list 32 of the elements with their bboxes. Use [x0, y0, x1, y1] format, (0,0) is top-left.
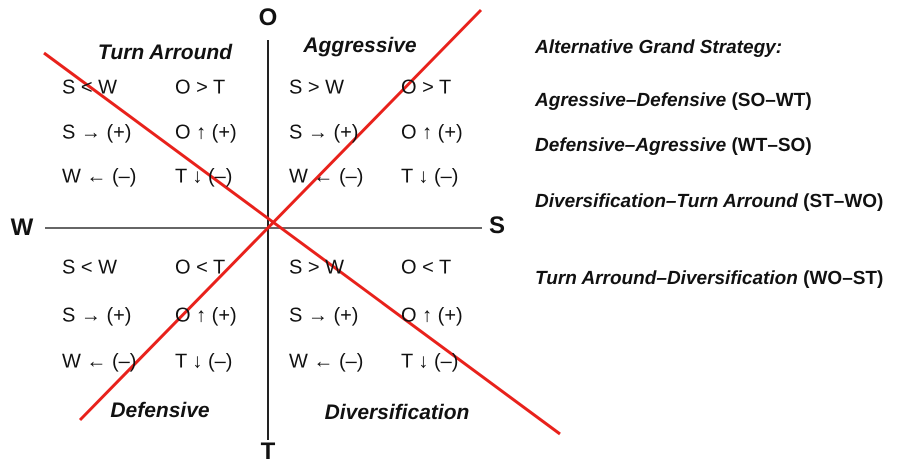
swot-relation: O > T [175, 76, 226, 100]
list-heading: Alternative Grand Strategy: [535, 37, 784, 59]
swot-relation: O ↑ (+) [175, 122, 237, 144]
list-item: Turn Arround–Diversification (WO–ST) [535, 268, 884, 290]
swot-relation: O ↑ (+) [401, 122, 463, 144]
swot-relation: S → (+) [62, 304, 132, 328]
axis-label: O [258, 4, 278, 32]
quadrant-title: Diversification [324, 400, 470, 426]
swot-relation: O ↑ (+) [401, 304, 463, 328]
axis-label: S [489, 212, 505, 240]
swot-relation: O < T [175, 256, 226, 280]
swot-relation: W ← (–) [62, 350, 136, 374]
list-item: Diversification–Turn Arround (ST–WO) [535, 191, 884, 213]
swot-relation: W ← (–) [289, 350, 364, 374]
swot-relation: S → (+) [62, 122, 132, 144]
swot-relation: O < T [401, 256, 452, 280]
swot-relation: S → (+) [289, 122, 358, 144]
quadrant-title: Turn Arround [98, 40, 232, 66]
swot-relation: T ↓ (–) [401, 350, 458, 374]
axis-label: T [260, 438, 276, 464]
swot-relation: S < W [62, 256, 118, 280]
swot-relation: W ← (–) [62, 166, 136, 188]
list-item: Defensive–Agressive (WT–SO) [535, 135, 813, 157]
swot-relation: S → (+) [289, 304, 358, 328]
swot-relation: W ← (–) [289, 166, 364, 188]
quadrant-title: Aggressive [303, 34, 417, 58]
swot-relation: S > W [289, 76, 344, 100]
swot-relation: T ↓ (–) [175, 350, 232, 374]
quadrant-title: Defensive [110, 398, 210, 424]
axis-label: W [10, 214, 34, 242]
list-item: Agressive–Defensive (SO–WT) [535, 90, 813, 112]
swot-relation: T ↓ (–) [401, 166, 458, 188]
